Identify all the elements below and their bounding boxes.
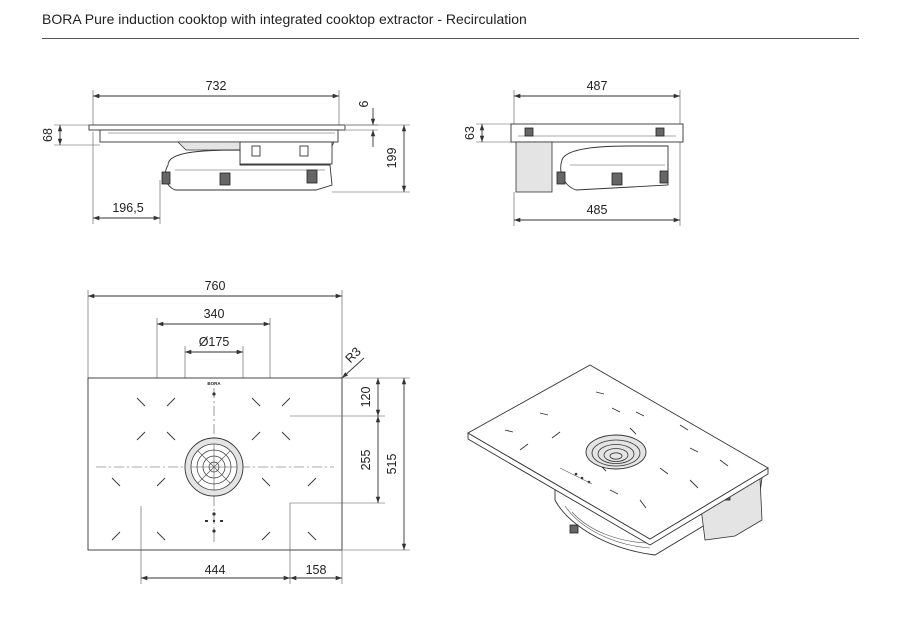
dim-plan-overall-depth: 515 [385,454,399,475]
front-duct-block [515,141,553,193]
dim-plan-overall-width: 760 [205,279,226,293]
iso-extractor-grille [585,434,647,470]
plan-view: 760 340 Ø175 R3 BORA [87,279,410,584]
side-view: 732 68 6 199 196,5 [41,79,410,224]
front-glass [510,123,684,143]
dim-side-width: 732 [206,79,227,93]
dim-front-width-top: 487 [587,79,608,93]
front-view: 487 63 485 [463,79,684,226]
front-clip-b [611,172,623,186]
iso-control-panel [574,472,591,484]
side-glass-top [88,124,346,131]
dim-plan-cutout-depth: 255 [359,450,373,471]
side-clip-center [219,172,231,186]
dim-plan-inner: 340 [204,307,225,321]
dim-front-height-left: 63 [463,126,477,140]
title-divider [42,38,859,39]
dim-plan-bottom-left: 444 [205,563,226,577]
plan-control-panel [205,512,223,533]
front-clip-right [655,127,665,137]
plan-brand-label: BORA [207,381,221,386]
dim-side-offset: 196,5 [112,201,143,215]
front-clip-a [556,171,566,185]
dim-plan-diameter: Ø175 [199,335,230,349]
iso-zone-marks [504,391,729,509]
side-clip-right [306,169,318,184]
plan-zone-marks [111,397,317,541]
dim-front-width-bottom: 485 [587,203,608,217]
dim-plan-bottom-right: 158 [306,563,327,577]
dim-plan-top-offset: 120 [359,387,373,408]
front-clip-left [524,127,534,137]
dim-side-total-height: 199 [385,148,399,169]
front-clip-c [659,170,669,184]
dim-side-height-left: 68 [41,128,55,142]
side-cooktop-body [99,129,339,143]
page-title: BORA Pure induction cooktop with integra… [42,11,527,27]
dim-plan-radius: R3 [343,345,364,366]
side-bracket-2 [251,145,261,157]
side-clip-left [161,171,171,185]
dim-side-glass: 6 [357,100,371,107]
isometric-view [467,364,769,556]
plan-extractor-grille [184,437,244,497]
side-bracket [299,145,309,157]
